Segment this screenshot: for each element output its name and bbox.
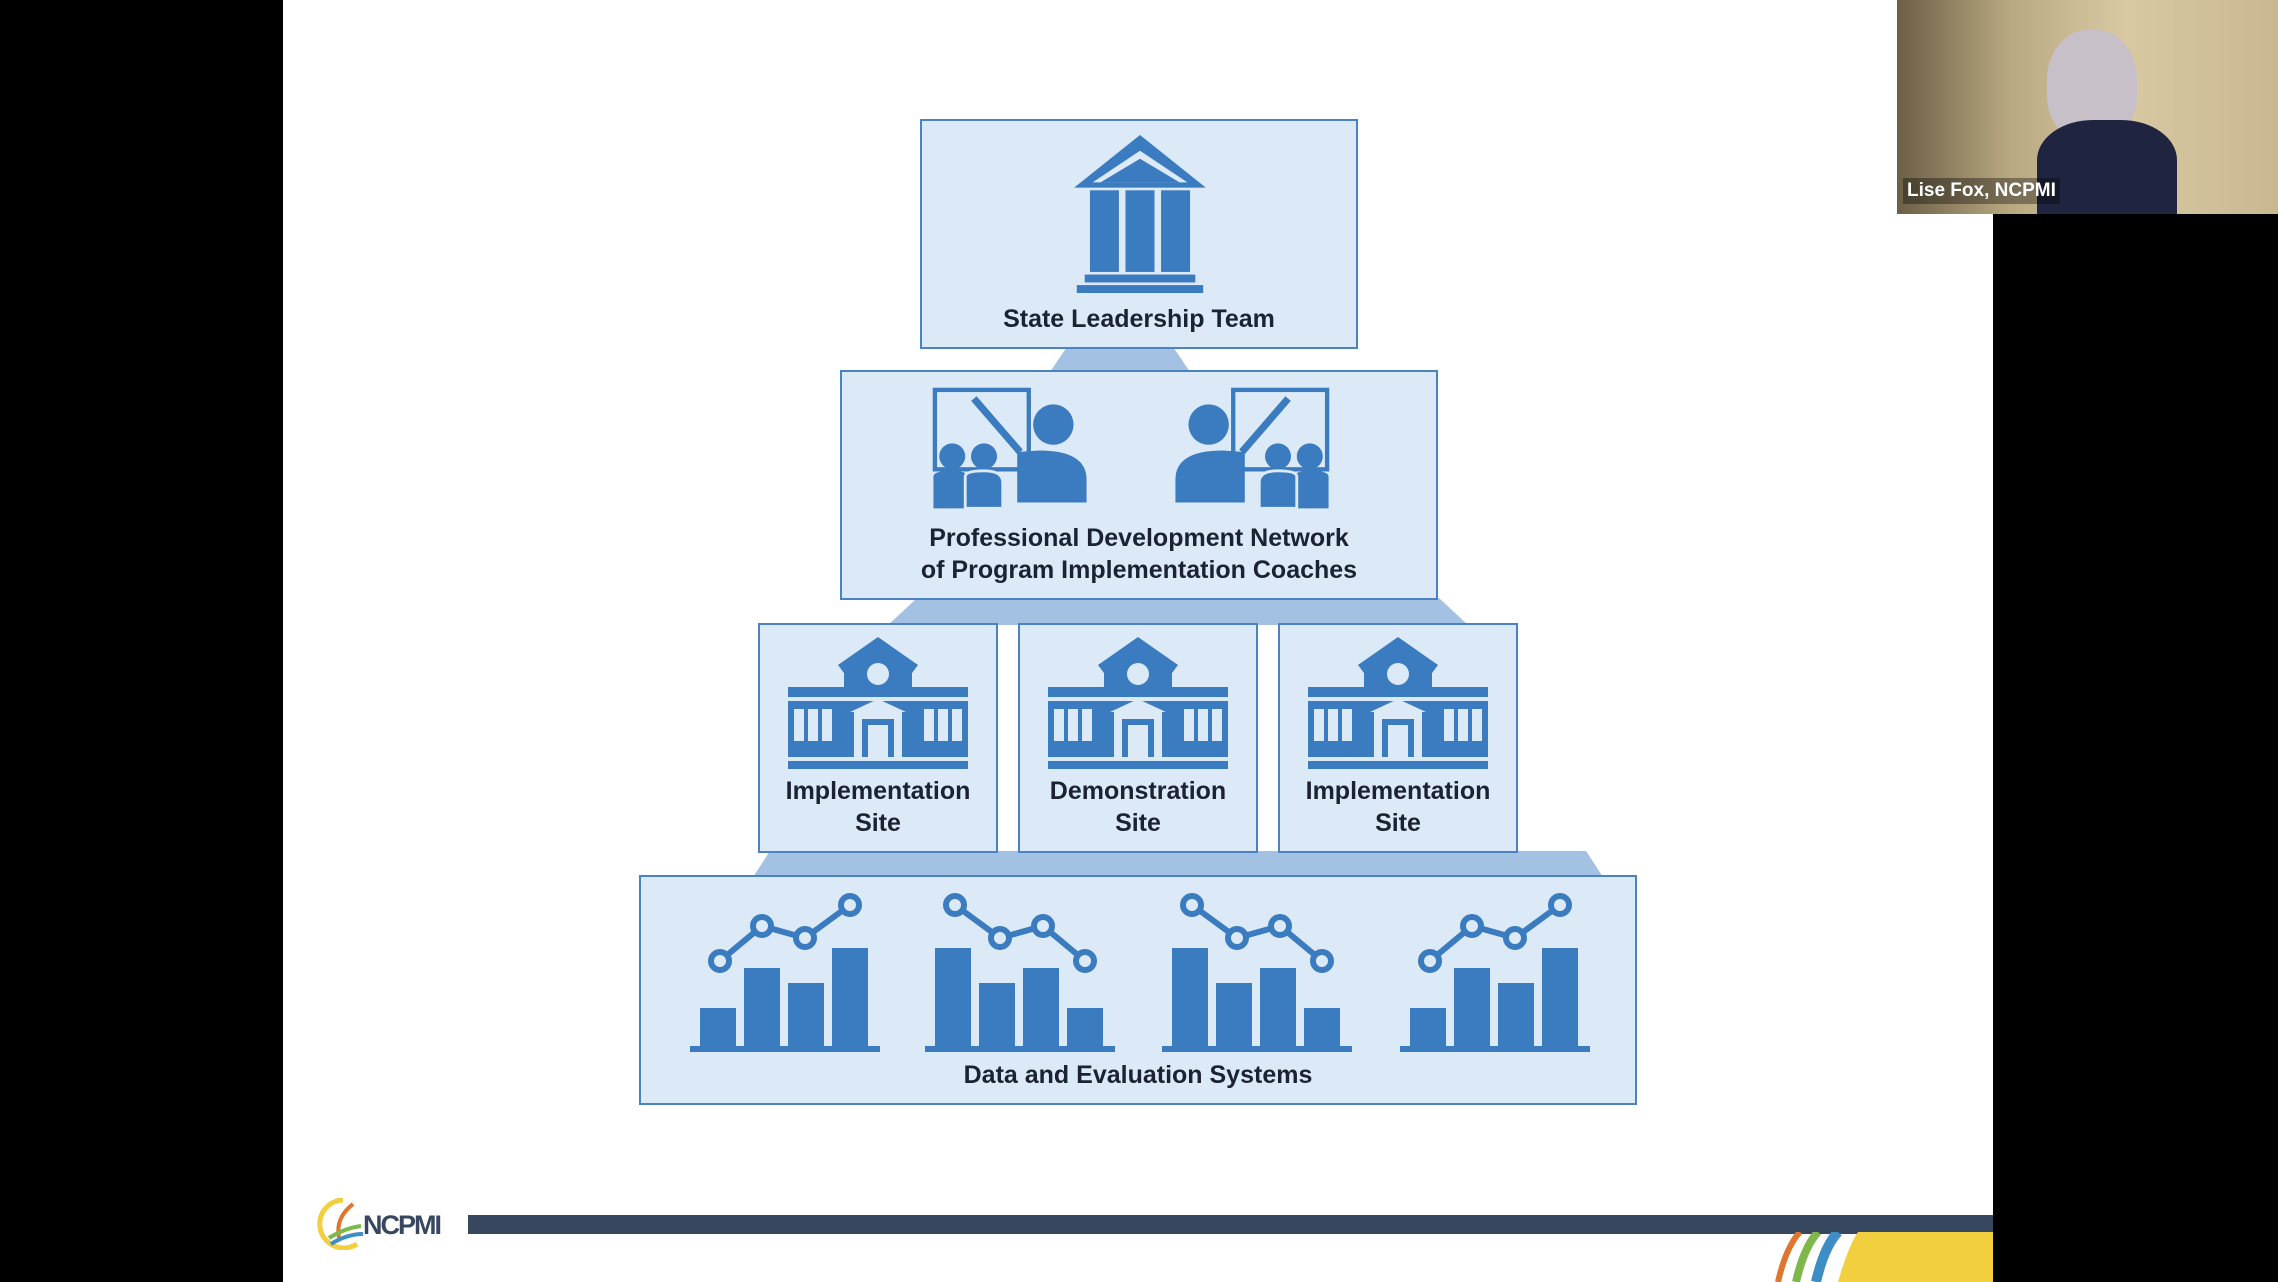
ncpmi-logo: NCPMI: [317, 1198, 467, 1250]
teacher-presenting-icon: [930, 387, 1090, 517]
tier-label-line2: of Program Implementation Coaches: [920, 556, 1358, 584]
presentation-slide: State Leadership Team Professional Devel…: [283, 0, 1993, 1282]
tier-state-leadership-team: State Leadership Team: [920, 119, 1358, 349]
teacher-presenting-icon: [1172, 387, 1332, 517]
tier-site-3: Implementation Site: [1278, 623, 1518, 853]
tier-label-line1: Professional Development Network: [929, 524, 1349, 552]
participant-name-label: Lise Fox, NCPMI: [1903, 178, 2060, 204]
government-building-icon: [1074, 135, 1206, 293]
school-building-icon: [788, 637, 968, 769]
webcam-video-tile[interactable]: Lise Fox, NCPMI: [1897, 0, 2278, 214]
tier-label: State Leadership Team: [1003, 305, 1275, 333]
site-label-line2: Site: [1375, 809, 1421, 837]
school-building-icon: [1308, 637, 1488, 769]
site-label-line2: Site: [855, 809, 901, 837]
connector-1: [1050, 347, 1190, 372]
tier-site-1: Implementation Site: [758, 623, 998, 853]
tier-professional-development: Professional Development Network of Prog…: [840, 370, 1438, 600]
participant-video-body: [2037, 120, 2177, 214]
bar-line-chart-icon: [1162, 893, 1352, 1053]
footer-stripes-decoration: [1775, 1232, 1993, 1282]
bar-line-chart-icon: [690, 893, 880, 1053]
bar-line-chart-icon: [1400, 893, 1590, 1053]
footer-bar: [468, 1215, 1993, 1234]
connector-3: [753, 851, 1603, 877]
ncpmi-swoosh-icon: [317, 1198, 364, 1250]
site-label-line1: Implementation: [1305, 777, 1491, 805]
logo-text: NCPMI: [363, 1210, 442, 1240]
site-label-line2: Site: [1115, 809, 1161, 837]
tier-label: Data and Evaluation Systems: [963, 1061, 1313, 1089]
site-label-line1: Implementation: [785, 777, 971, 805]
school-building-icon: [1048, 637, 1228, 769]
tier-site-2: Demonstration Site: [1018, 623, 1258, 853]
connector-2: [888, 598, 1468, 625]
tier-data-evaluation: Data and Evaluation Systems: [639, 875, 1637, 1105]
bar-line-chart-icon: [925, 893, 1115, 1053]
site-label-line1: Demonstration: [1049, 777, 1227, 805]
